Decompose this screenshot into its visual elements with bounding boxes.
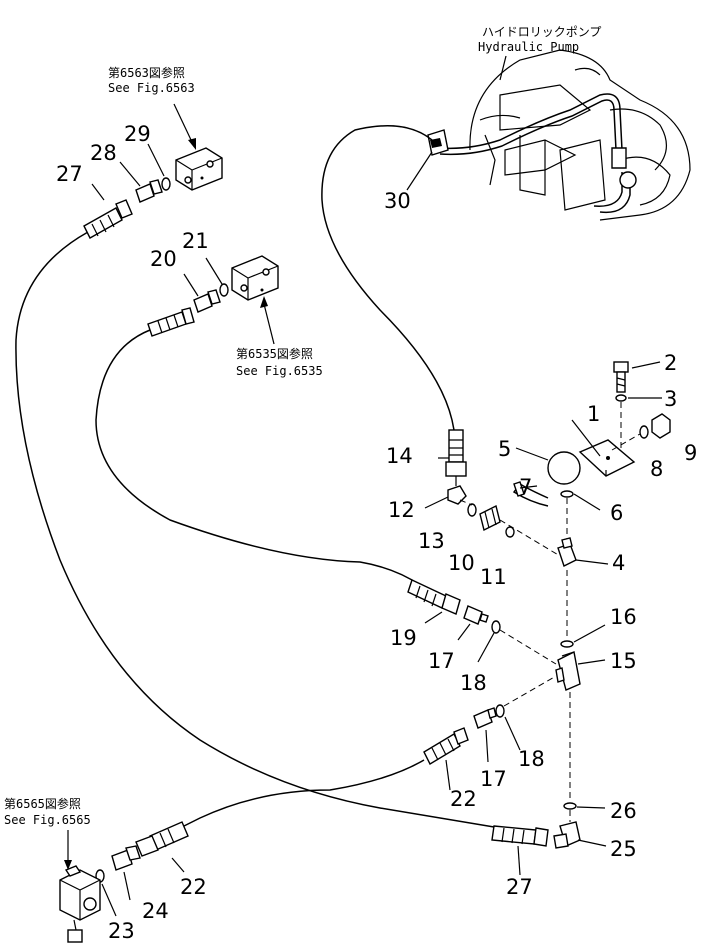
fig6563-label-en: See Fig.6563 — [108, 81, 195, 95]
pump-label-en: Hydraulic Pump — [478, 40, 579, 54]
callout-25: 25 — [610, 837, 637, 861]
oring-18-upper — [491, 620, 501, 634]
nipple-17-upper — [463, 605, 489, 625]
hose-end-20-side — [147, 307, 195, 337]
callout-29: 29 — [124, 122, 151, 146]
callout-17-upper: 17 — [428, 649, 455, 673]
callout-24: 24 — [142, 899, 169, 923]
callout-17-lower: 17 — [480, 767, 507, 791]
washer-3 — [615, 394, 627, 402]
nipple-24 — [111, 845, 141, 871]
callout-21: 21 — [182, 229, 209, 253]
nut-9 — [651, 413, 671, 439]
nipple-10 — [479, 504, 501, 532]
callout-15: 15 — [610, 649, 637, 673]
callout-7: 7 — [519, 475, 532, 499]
callout-14: 14 — [386, 444, 413, 468]
callout-5: 5 — [498, 437, 511, 461]
callout-16: 16 — [610, 605, 637, 629]
pump-label-jp: ハイドロリックポンプ — [482, 25, 601, 39]
valve-fig6565 — [59, 865, 101, 943]
callout-28: 28 — [90, 141, 117, 165]
bolt-2 — [613, 361, 629, 393]
callout-23: 23 — [108, 919, 135, 943]
bracket-1 — [578, 439, 636, 477]
callout-26: 26 — [610, 799, 637, 823]
washer-8 — [639, 425, 649, 439]
oring-13 — [467, 503, 477, 517]
oring-6 — [560, 490, 574, 498]
oring-29 — [161, 177, 171, 191]
callout-30: 30 — [384, 189, 411, 213]
block-fig6535 — [231, 255, 279, 301]
nipple-28 — [135, 179, 163, 203]
callout-18-lower: 18 — [518, 747, 545, 771]
callout-22-right: 22 — [450, 787, 477, 811]
callout-9: 9 — [684, 441, 697, 465]
callout-11: 11 — [480, 565, 507, 589]
callout-2: 2 — [664, 351, 677, 375]
block-fig6563 — [175, 147, 223, 191]
callout-27-bottom: 27 — [506, 875, 533, 899]
callout-19: 19 — [390, 626, 417, 650]
callout-6: 6 — [610, 501, 623, 525]
callout-4: 4 — [612, 551, 625, 575]
hose-end-14 — [445, 429, 467, 477]
nipple-20 — [193, 289, 221, 313]
hose-end-22-right — [423, 727, 469, 765]
oring-18-lower — [495, 704, 505, 718]
hose-30-14 — [321, 125, 457, 441]
fitting-30 — [427, 129, 449, 156]
fig6535-label-en: See Fig.6535 — [236, 364, 323, 378]
hose-22 — [175, 759, 425, 831]
fig6565-label-jp: 第6565図参照 — [4, 796, 81, 811]
hose-20-19 — [95, 329, 421, 586]
fig6565-label-en: See Fig.6565 — [4, 813, 91, 827]
callout-8: 8 — [650, 457, 663, 481]
callout-12: 12 — [388, 498, 415, 522]
hose-7 — [512, 481, 549, 507]
callout-13: 13 — [418, 529, 445, 553]
nipple-17-lower — [473, 707, 497, 729]
hose-end-22-left — [135, 821, 189, 857]
block-15 — [555, 650, 581, 691]
hose-end-27-bottom — [491, 825, 549, 847]
tee-4 — [557, 537, 577, 567]
oring-26 — [563, 802, 577, 810]
callout-18-upper: 18 — [460, 671, 487, 695]
oring-11 — [505, 526, 515, 538]
callout-22-left: 22 — [180, 875, 207, 899]
callout-10: 10 — [448, 551, 475, 575]
callout-1: 1 — [587, 402, 600, 426]
hose-end-19 — [407, 579, 461, 615]
hose-end-27-top — [83, 199, 133, 239]
accumulator-5 — [547, 451, 581, 485]
callout-3: 3 — [664, 387, 677, 411]
oring-16 — [560, 640, 574, 648]
hydraulic-pump — [439, 49, 691, 221]
hose-27 — [15, 231, 501, 829]
callout-20: 20 — [150, 247, 177, 271]
oring-21 — [219, 283, 229, 297]
fig6563-label-jp: 第6563図参照 — [108, 65, 185, 80]
callout-27-top: 27 — [56, 162, 83, 186]
elbow-25 — [553, 821, 581, 849]
fig6535-label-jp: 第6535図参照 — [236, 346, 313, 361]
elbow-12 — [447, 476, 467, 505]
